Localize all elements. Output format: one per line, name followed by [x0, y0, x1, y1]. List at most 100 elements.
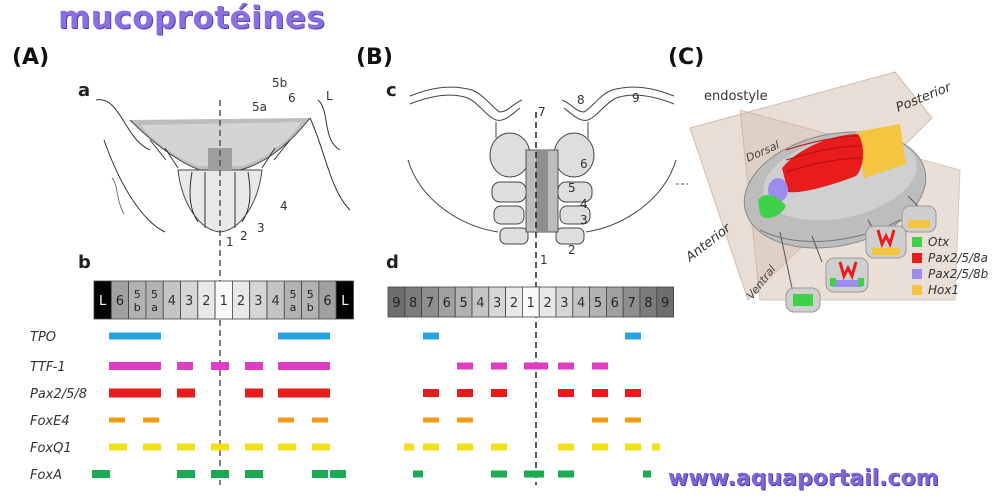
expression-bar	[558, 389, 574, 397]
endostyle-3d-model	[676, 71, 961, 313]
zone-cell-label: 4	[168, 294, 176, 309]
zone-cell-label: 9	[392, 296, 400, 311]
zone-cell-label: 2	[237, 294, 245, 309]
expression-bar	[592, 443, 608, 451]
subpanel-label-b: b	[78, 252, 91, 273]
expression-bar	[558, 362, 574, 370]
expression-bar	[457, 443, 473, 451]
legend-label: Pax2/5/8a	[928, 251, 988, 265]
panel-label-C: (C)	[668, 45, 704, 70]
zone-cell-label: 9	[661, 296, 669, 311]
expression-bar	[109, 443, 127, 451]
expression-bars-A	[92, 332, 346, 478]
gene-label: FoxA	[30, 468, 62, 483]
cross-section-posterior	[901, 205, 937, 233]
expression-bar	[643, 470, 651, 478]
zone-cell-label: 3	[185, 294, 193, 309]
cross-section-3	[825, 257, 869, 293]
sketch-c-label: 2	[568, 243, 576, 257]
zone-cell-label: 6	[323, 294, 331, 309]
expression-bar	[312, 443, 330, 451]
zone-cell-sublabel: b	[307, 301, 314, 314]
gene-label: TTF-1	[30, 360, 66, 375]
expression-bar	[491, 443, 507, 451]
expression-bar	[524, 470, 544, 478]
expression-bar	[211, 362, 229, 370]
sketch-c-label: 4	[580, 197, 588, 211]
expression-bar	[625, 417, 641, 423]
expression-bar	[177, 443, 195, 451]
expression-bar	[592, 389, 608, 397]
siphon-section-sketch	[407, 86, 677, 245]
subpanel-label-a: a	[78, 80, 90, 101]
cross-section-2	[865, 225, 907, 259]
zone-cell-label: 5	[594, 296, 602, 311]
zone-cell-sublabel: a	[151, 301, 158, 314]
expression-bar	[109, 417, 125, 423]
expression-bar	[423, 332, 439, 340]
expression-bar	[423, 443, 439, 451]
zone-cell-label: 5	[307, 288, 314, 301]
expression-bar	[109, 332, 161, 340]
zone-cell-label: 3	[254, 294, 262, 309]
expression-bar	[92, 470, 110, 478]
zone-cell-label: 6	[443, 296, 451, 311]
legend-swatch	[912, 285, 922, 295]
expression-bar	[211, 470, 229, 478]
expression-bar	[404, 443, 414, 451]
legend-swatch	[912, 253, 922, 263]
expression-bar	[245, 443, 263, 451]
sketch-c-label: 7	[538, 105, 546, 119]
zone-cell	[335, 280, 354, 320]
expression-bar	[278, 443, 296, 451]
expression-bar	[491, 389, 507, 397]
subpanel-label-d: d	[386, 252, 399, 273]
expression-bar	[278, 388, 330, 398]
zone-cell-label: 4	[577, 296, 585, 311]
zone-cell-sublabel: a	[290, 301, 297, 314]
sketch-a-label: 2	[240, 229, 248, 243]
zone-cell-label: 6	[611, 296, 619, 311]
zone-cell-sublabel: b	[134, 301, 141, 314]
legend-swatch	[912, 269, 922, 279]
sketch-a-label: 4	[280, 199, 288, 213]
zone-cell-label: 7	[627, 296, 635, 311]
expression-bar	[652, 443, 660, 451]
expression-bar	[278, 417, 294, 423]
zone-cell-label: 2	[510, 296, 518, 311]
expression-bar	[330, 470, 346, 478]
expression-bar	[592, 417, 608, 423]
zone-cell-label: 4	[272, 294, 280, 309]
zone-cell-label: 1	[527, 296, 535, 311]
endostyle-section-sketch	[95, 99, 351, 233]
expression-bar	[625, 332, 641, 340]
expression-bar	[457, 362, 473, 370]
otx-region	[758, 194, 786, 219]
expression-bar	[625, 443, 641, 451]
expression-bar	[592, 362, 608, 370]
expression-bar	[312, 417, 328, 423]
zone-cell-label: 4	[476, 296, 484, 311]
hox1-region	[856, 124, 906, 178]
expression-bar	[143, 417, 159, 423]
zone-cell-label: 2	[202, 294, 210, 309]
zone-cell-label: 7	[426, 296, 434, 311]
sketch-a-label: 5b	[272, 76, 287, 90]
expression-bar	[143, 443, 161, 451]
sketch-a-label: 1	[226, 235, 234, 249]
expression-bar	[177, 362, 193, 370]
watermark: www.aquaportail.com	[668, 466, 939, 491]
zone-cell-label: 6	[116, 294, 124, 309]
expression-bar	[245, 388, 263, 398]
expression-bar	[312, 470, 328, 478]
expression-bar	[423, 389, 439, 397]
expression-bar	[457, 417, 473, 423]
panel-label-B: (B)	[356, 45, 393, 70]
sketch-c-label: 9	[632, 91, 640, 105]
zone-cell-label: 5	[151, 288, 158, 301]
